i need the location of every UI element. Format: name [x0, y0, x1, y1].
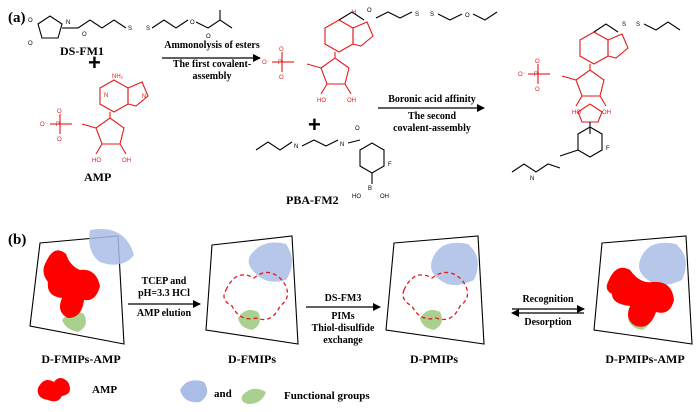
- intermediate-tail: H O S S O: [338, 8, 498, 21]
- svg-text:S: S: [146, 26, 150, 32]
- svg-text:NH₂: NH₂: [112, 74, 124, 80]
- state-d-pmips: D-PMIPs: [410, 352, 458, 366]
- svg-text:B: B: [368, 186, 372, 192]
- frame-d-fmips: [205, 235, 299, 345]
- legend-blue-shape: [180, 380, 208, 403]
- arrow-2-line-3: Thiol-disulfide: [311, 323, 375, 334]
- arrow-3-forward: Recognition: [522, 294, 574, 305]
- reagent-ds-fm1: DS-FM1: [60, 44, 104, 58]
- frame-d-pmips-amp: [593, 235, 693, 345]
- svg-text:O: O: [28, 18, 33, 24]
- reagent-pba-fm2: PBA-FM2: [286, 193, 339, 207]
- arrow-1-line-2: pH=3.3 HCl: [138, 288, 190, 299]
- svg-text:F: F: [388, 162, 392, 168]
- legend-and-label: and: [214, 388, 232, 400]
- arrow-3-reverse: Desorption: [524, 317, 572, 328]
- svg-text:N: N: [142, 94, 146, 100]
- final-product-structure: [561, 31, 629, 117]
- svg-text:N: N: [294, 144, 298, 150]
- legend-amp-shape: [37, 378, 70, 402]
- svg-text:O: O: [206, 34, 211, 40]
- svg-text:N: N: [530, 176, 534, 182]
- arrow-2-line-1: DS-FM3: [324, 293, 362, 304]
- svg-text:N: N: [104, 93, 108, 99]
- final-product-tail: S S: [593, 21, 681, 33]
- svg-text:S: S: [128, 26, 132, 32]
- svg-text:S: S: [415, 12, 419, 18]
- step-1-line-3: assembly: [192, 71, 232, 82]
- ds-fm1-structure: O O N O S S O O: [28, 10, 233, 47]
- state-d-fmips-amp: D-FMIPs-AMP: [41, 352, 121, 366]
- svg-text:O: O: [465, 13, 470, 19]
- svg-text:HO: HO: [352, 194, 361, 200]
- arrow-1-label-top: TCEP and pH=3.3 HCl: [124, 276, 204, 300]
- step-2-line-3: covalent-assembly: [393, 123, 471, 134]
- svg-text:S: S: [622, 22, 626, 28]
- state-d-fmips: D-FMIPs: [228, 352, 276, 366]
- arrow-1-line-1: TCEP and: [141, 276, 187, 287]
- frame-d-pmips: [385, 235, 485, 345]
- step-2-label: Boronic acid affinity The second covalen…: [378, 94, 486, 135]
- pba-fm2-structure: N N O F B HO OH: [255, 126, 392, 200]
- step-1-label: Ammonolysis of esters The first covalent…: [160, 40, 264, 83]
- step-2-line-1: Boronic acid affinity: [388, 94, 476, 105]
- state-d-pmips-amp: D-PMIPs-AMP: [605, 352, 685, 366]
- arrow-2-line-2: PIMs: [331, 311, 355, 322]
- final-product-boronate: F N: [511, 103, 610, 182]
- svg-text:H: H: [352, 10, 356, 16]
- svg-text:O: O: [355, 126, 360, 132]
- svg-text:OH: OH: [380, 194, 389, 200]
- svg-text:O: O: [190, 20, 195, 26]
- intermediate-structure: [306, 19, 374, 105]
- panel-label-a: (a): [8, 10, 26, 26]
- step-2-line-2: The second: [407, 111, 457, 122]
- svg-text:O: O: [28, 41, 33, 47]
- reagent-amp: AMP: [84, 170, 112, 184]
- svg-text:N: N: [66, 20, 70, 26]
- arrow-2-label-bottom: PIMs Thiol-disulfide exchange: [302, 311, 384, 347]
- frame-d-fmips-amp: [29, 229, 134, 345]
- panel-label-b: (b): [8, 232, 27, 248]
- step-1-line-2: The first covalent-: [172, 59, 252, 70]
- svg-text:N: N: [340, 142, 344, 148]
- svg-text:O: O: [367, 8, 372, 14]
- svg-text:F: F: [606, 146, 610, 152]
- legend-functional-groups-label: Functional groups: [284, 390, 370, 402]
- step-1-line-1: Ammonolysis of esters: [164, 40, 260, 51]
- arrow-1-line-3: AMP elution: [136, 308, 192, 319]
- plus-sign-2: +: [308, 112, 321, 137]
- amp-molecule: NH₂ N N: [81, 74, 149, 165]
- svg-text:O: O: [82, 32, 87, 38]
- legend-green-shape: [241, 388, 266, 404]
- arrow-2-line-4: exchange: [323, 335, 363, 346]
- legend-amp-label: AMP: [92, 384, 118, 396]
- plus-sign-1: +: [88, 50, 101, 75]
- svg-text:S: S: [430, 12, 434, 18]
- svg-text:S: S: [636, 22, 640, 28]
